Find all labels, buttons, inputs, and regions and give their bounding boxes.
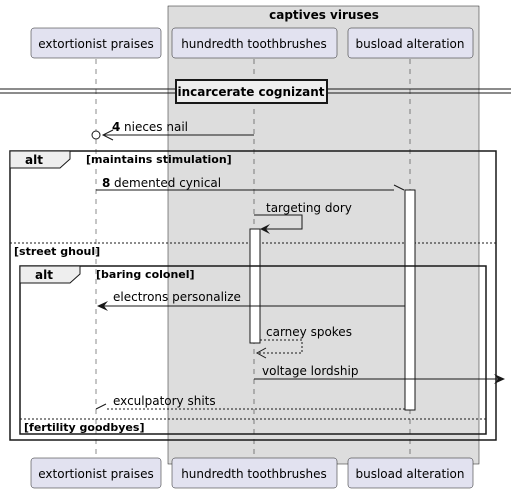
activation-busload-alteration xyxy=(404,189,416,411)
participant-label: extortionist praises xyxy=(38,467,153,481)
message-targeting-dory: targeting dory xyxy=(254,201,352,234)
participant-extortionist-praises-top[interactable]: extortionist praises xyxy=(30,27,162,59)
participant-busload-alteration-bottom[interactable]: busload alteration xyxy=(347,457,474,489)
message-voltage-lordship: voltage lordship xyxy=(254,364,505,384)
message-label: voltage lordship xyxy=(262,364,358,378)
participant-label: busload alteration xyxy=(356,37,465,51)
alt-fragment-inner: alt [baring colonel] [fertility goodbyes… xyxy=(19,265,487,435)
fragment-kind: alt xyxy=(25,153,43,167)
message-exculpatory-shits: exculpatory shits xyxy=(95,394,405,410)
message-carney-spokes: carney spokes xyxy=(255,325,352,359)
fragment-guard: [maintains stimulation] xyxy=(86,153,232,166)
message-electrons-personalize: electrons personalize xyxy=(97,290,405,311)
message-nieces-nail: 4 nieces nail xyxy=(91,120,254,141)
fragment-guard: [baring colonel] xyxy=(96,268,195,281)
fragment-else-guard: [street ghoul] xyxy=(14,245,100,258)
fragment-kind: alt xyxy=(35,268,53,282)
message-label: exculpatory shits xyxy=(113,394,216,408)
message-label: demented cynical xyxy=(114,176,221,190)
message-label: nieces nail xyxy=(124,120,188,134)
participant-group-title: captives viruses xyxy=(269,8,379,22)
participant-busload-alteration-top[interactable]: busload alteration xyxy=(347,27,474,59)
message-label: electrons personalize xyxy=(113,290,241,304)
message-demented-cynical: 8 demented cynical xyxy=(96,176,405,191)
message-number: 8 xyxy=(102,176,110,190)
activation-hundredth-toothbrushes xyxy=(249,228,261,344)
participant-label: hundredth toothbrushes xyxy=(181,467,327,481)
divider: incarcerate cognizant xyxy=(0,79,511,104)
participant-label: extortionist praises xyxy=(38,37,153,51)
participant-label: hundredth toothbrushes xyxy=(181,37,327,51)
message-number: 4 xyxy=(112,120,120,134)
message-label: carney spokes xyxy=(266,325,352,339)
participant-label: busload alteration xyxy=(356,467,465,481)
message-label: targeting dory xyxy=(266,201,352,215)
fragment-else-guard: [fertility goodbyes] xyxy=(24,421,144,434)
participant-hundredth-toothbrushes-top[interactable]: hundredth toothbrushes xyxy=(171,27,338,59)
participant-extortionist-praises-bottom[interactable]: extortionist praises xyxy=(30,457,162,489)
participant-hundredth-toothbrushes-bottom[interactable]: hundredth toothbrushes xyxy=(171,457,338,489)
divider-label: incarcerate cognizant xyxy=(177,85,324,99)
